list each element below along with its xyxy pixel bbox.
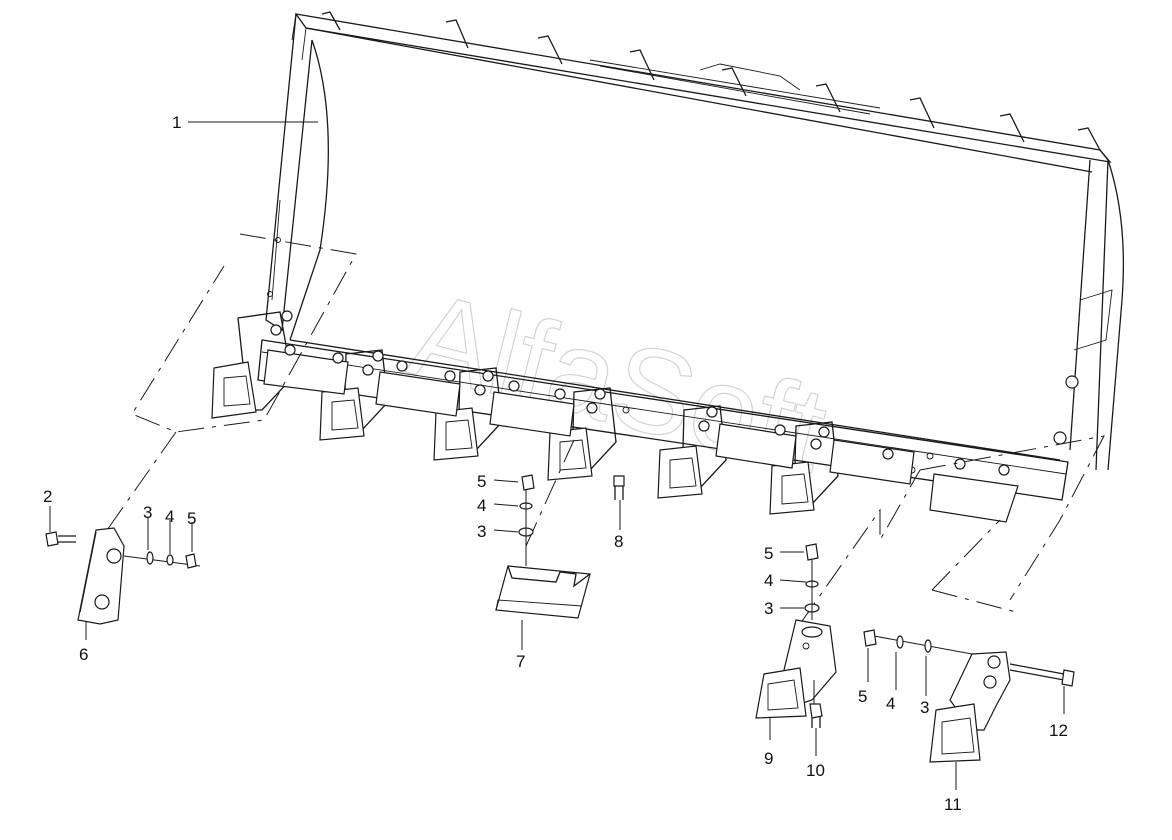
part-6-side-adapter	[77, 527, 125, 625]
nut-5-far-right	[863, 629, 877, 647]
tooth-1	[319, 349, 389, 441]
callout-11: 11	[944, 795, 962, 814]
part-2-bolt-left	[45, 531, 76, 547]
callout-labels: 1 2 3 4 5 6 5 4 3 7 8 5 4 3 9 10 5 4 3 1…	[43, 113, 1068, 814]
callout-6: 6	[79, 645, 88, 664]
tooth-5	[769, 421, 839, 515]
tooth-4	[657, 405, 727, 499]
callout-5-far-right: 5	[858, 687, 867, 706]
part-8-bolt	[613, 475, 625, 500]
washer-4-far-right	[896, 635, 904, 649]
nut-5-center	[521, 474, 535, 491]
nut-5-left	[185, 553, 197, 569]
callout-leaders	[49, 121, 1065, 790]
callout-3-right: 3	[764, 599, 773, 618]
part-10-pin	[809, 680, 823, 728]
callout-4-right: 4	[764, 571, 773, 590]
callout-3-far-right: 3	[920, 698, 929, 717]
part-11-side-adapter	[929, 651, 1011, 763]
callout-4-center: 4	[477, 496, 486, 515]
callout-12: 12	[1049, 721, 1068, 740]
callout-5-left: 5	[187, 509, 196, 528]
callout-3-left: 3	[143, 503, 152, 522]
callout-5-center: 5	[477, 472, 486, 491]
callout-4-left: 4	[165, 507, 174, 526]
part-9-adapter	[755, 619, 837, 719]
washer-3-far-right	[924, 639, 932, 653]
washer-4-left	[166, 554, 174, 566]
assembly-lines	[99, 233, 1105, 625]
tooth-2	[433, 367, 503, 461]
washer-3-left	[146, 551, 154, 565]
callout-9: 9	[764, 749, 773, 768]
callout-4-far-right: 4	[886, 694, 895, 713]
callout-10: 10	[806, 761, 825, 780]
callout-7: 7	[516, 652, 525, 671]
bucket	[211, 11, 1125, 501]
nut-5-right	[805, 543, 819, 561]
tooth-3	[547, 387, 617, 481]
callout-5-right: 5	[764, 544, 773, 563]
part-12-bolt	[1009, 663, 1075, 687]
part-7-edge-segment	[495, 565, 591, 619]
callout-8: 8	[614, 532, 623, 551]
callout-1: 1	[172, 113, 181, 132]
callout-2: 2	[43, 487, 52, 506]
callout-3-center: 3	[477, 522, 486, 541]
edge-bolts	[284, 344, 1010, 476]
